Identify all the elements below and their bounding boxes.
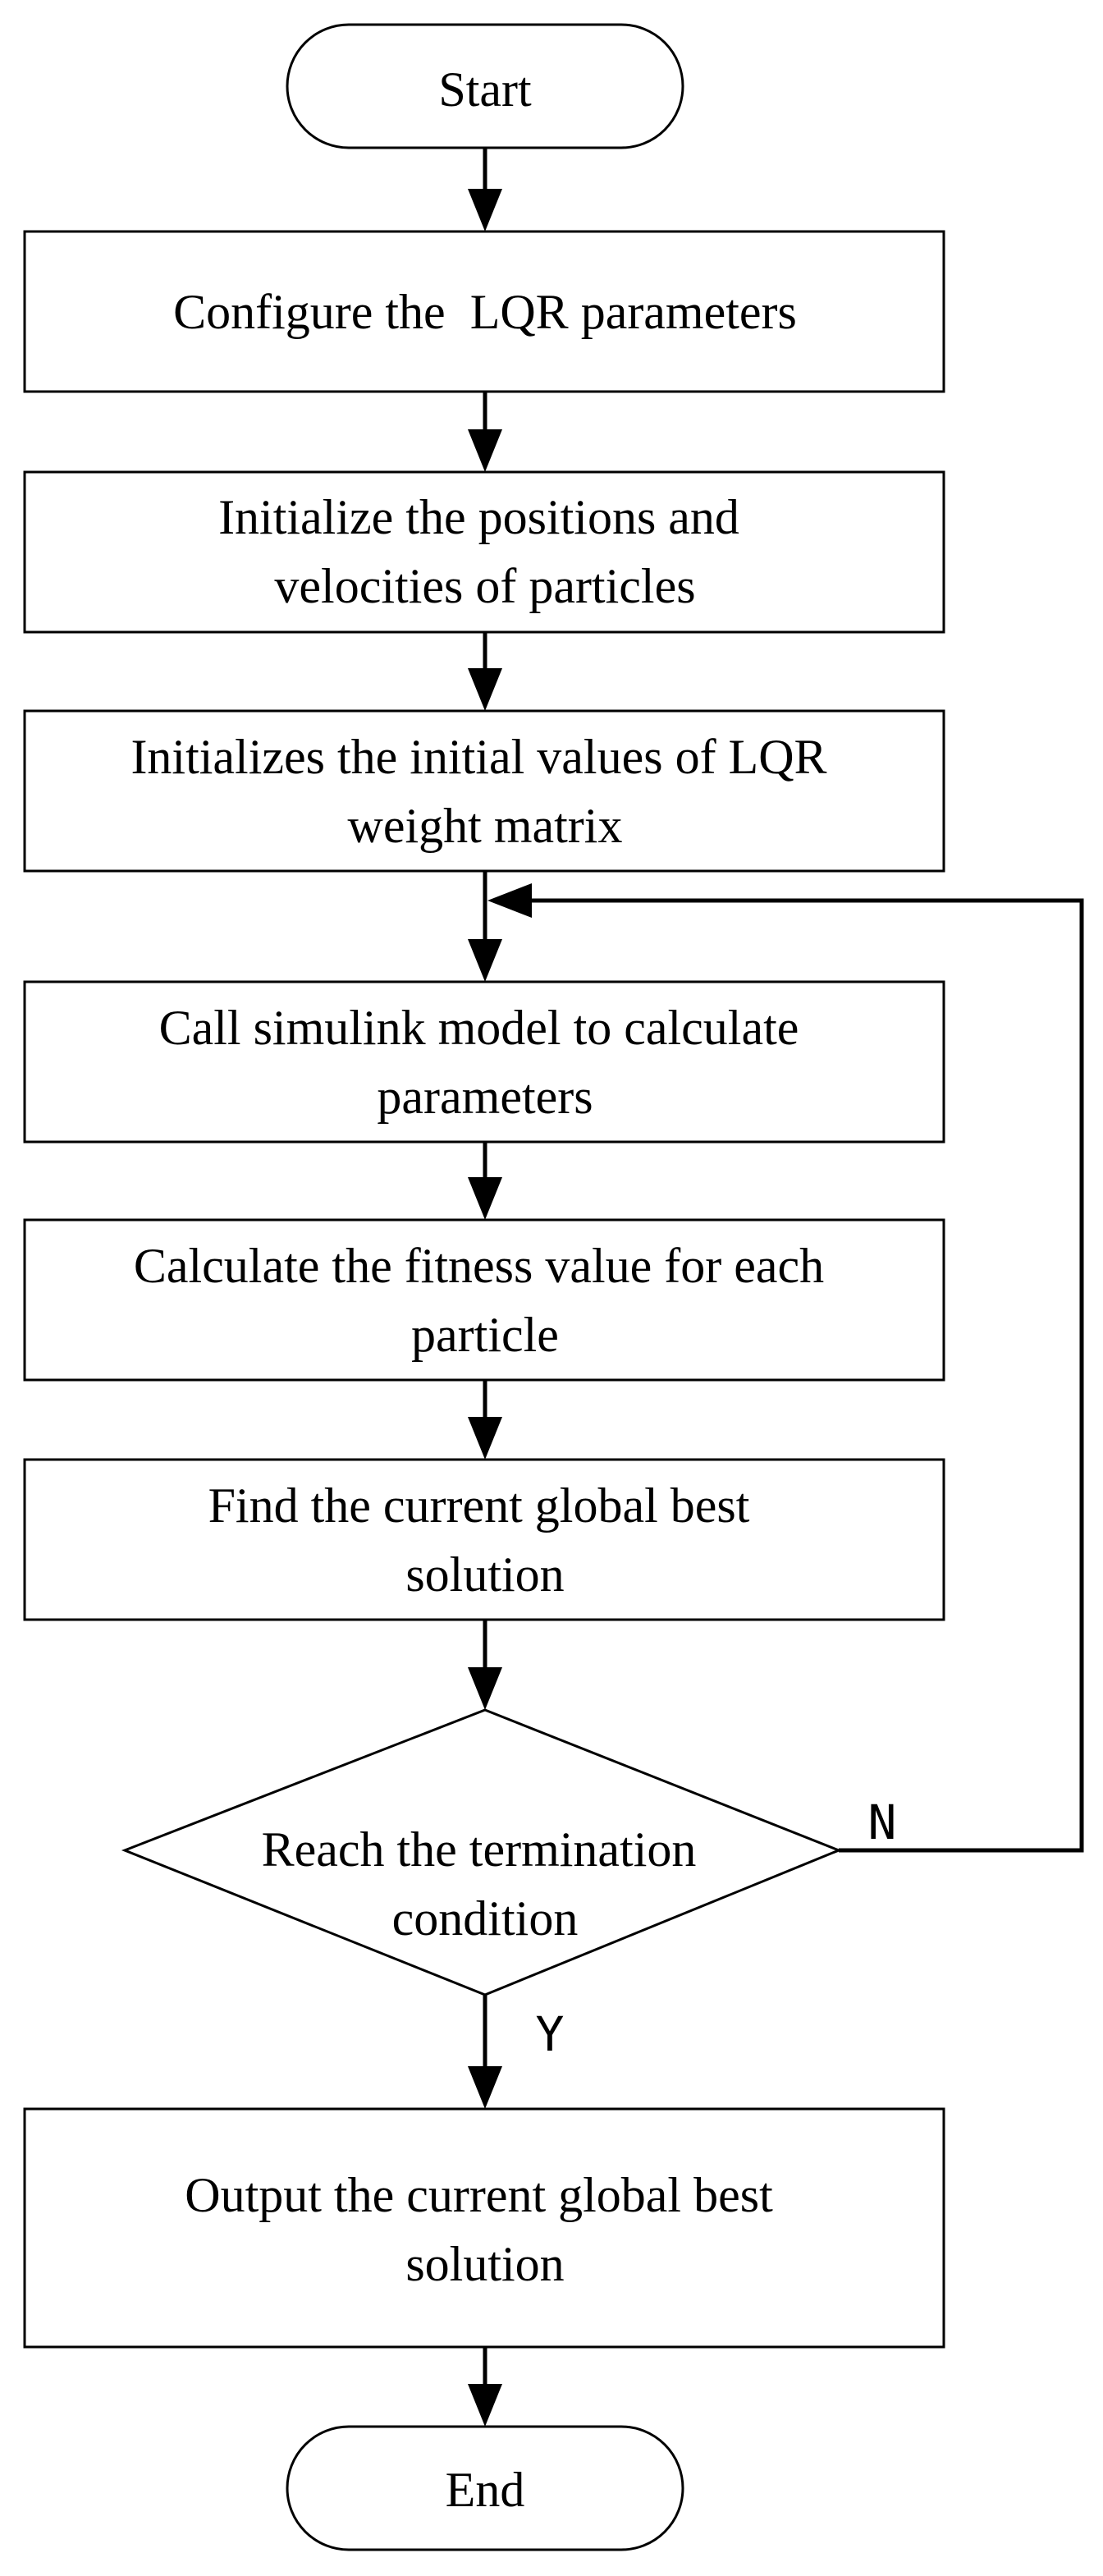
calculate-fitness-label-line-2: particle [411,1308,559,1362]
arrow-weights-to-simulink [468,871,502,982]
initialize-particles-step: Initialize the positions and velocities … [23,470,945,634]
termination-decision-label-line-1: Reach the termination [262,1822,697,1877]
svg-text:Reach the termination co: Reach the termination condition [262,1822,709,1946]
termination-decision: Reach the termination condition [121,1708,843,1996]
find-global-best-step: Find the current global best solution [23,1458,945,1621]
arrow-decision-yes-to-output [468,1995,502,2109]
calculate-fitness-label-line-1: Calculate the fitness value for each [134,1239,824,1293]
start-node: Start [286,23,684,149]
output-global-best-label-line-1: Output the current global best [185,2168,773,2222]
termination-decision-label-line-2: condition [392,1891,579,1946]
svg-text:End: End [446,2463,525,2517]
initialize-weight-matrix-step: Initializes the initial values of LQR we… [23,709,945,873]
svg-text:Find the current global best: Find the current global best solution [208,1478,762,1602]
call-simulink-label-line-1: Call simulink model to calculate [159,1001,799,1055]
yes-branch-label: Y [536,2006,565,2062]
call-simulink-step: Call simulink model to calculate paramet… [23,980,945,1144]
arrow-fitness-to-find-best [468,1380,502,1460]
configure-lqr-parameters-label: Configure the LQR parameters [173,285,797,339]
output-global-best-step: Output the current global best solution [23,2107,945,2349]
initialize-weight-matrix-label-line-2: weight matrix [348,799,623,853]
end-node-label: End [446,2463,525,2517]
svg-text:Start: Start [438,62,532,117]
svg-text:Configure the LQR parameters: Configure the LQR parameters [173,285,797,339]
find-global-best-label-line-1: Find the current global best [208,1478,750,1533]
start-node-label: Start [438,62,532,117]
svg-text:Output the current global best: Output the current global best solution [185,2168,785,2291]
calculate-fitness-step: Calculate the fitness value for each par… [23,1218,945,1382]
initialize-particles-label-line-2: velocities of particles [274,559,695,613]
initialize-weight-matrix-label-line-1: Initializes the initial values of LQR [130,730,826,784]
configure-lqr-parameters-step: Configure the LQR parameters [23,230,945,393]
call-simulink-label-line-2: parameters [377,1070,593,1124]
svg-text:Call simulink model to calcula: Call simulink model to calculate paramet… [159,1001,812,1124]
arrow-decision-no-loop [487,883,1084,1853]
arrow-simulink-to-fitness [468,1142,502,1220]
no-branch-label: N [868,1794,897,1850]
arrow-configure-to-initialize [468,392,502,472]
end-node: End [286,2425,684,2551]
arrow-output-to-end [468,2347,502,2427]
arrow-start-to-configure [468,148,502,231]
output-global-best-label-line-2: solution [405,2237,564,2291]
svg-text:Calculate the fitness value fo: Calculate the fitness value for each par… [134,1239,836,1362]
find-global-best-label-line-2: solution [405,1547,564,1602]
arrow-initialize-to-weights [468,632,502,711]
svg-text:Initializes the initial values: Initializes the initial values of LQR we… [130,730,839,853]
svg-text:Initialize the positions and: Initialize the positions and velocities … [218,490,752,613]
initialize-particles-label-line-1: Initialize the positions and [218,490,739,544]
arrow-find-best-to-decision [468,1620,502,1710]
